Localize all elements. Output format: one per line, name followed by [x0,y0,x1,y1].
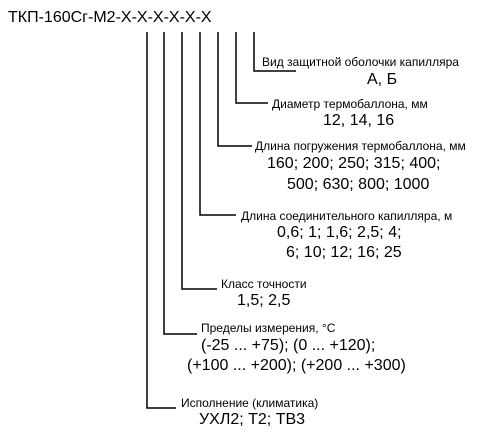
immersion-length-values-line2: 500; 630; 800; 1000 [287,176,430,193]
climate-version-label: Исполнение (климатика) [181,396,319,410]
climate-version-values: УХЛ2; Т2; ТВ3 [199,411,306,428]
bulb-diameter-label: Диаметр термобаллона, мм [272,97,428,111]
connector-accuracy [181,32,217,290]
bulb-diameter-values: 12, 14, 16 [323,112,395,129]
capillary-length-label: Длина соединительного капилляра, м [241,209,453,223]
connector-climate [146,32,176,409]
connector-immersion-length [217,32,252,147]
accuracy-class-label: Класс точности [221,277,307,291]
measurement-range-values-line2: (+100 ... +200); (+200 ... +300) [187,357,406,374]
connector-range [163,32,197,335]
connector-sheath [253,32,296,72]
accuracy-class-values: 1,5; 2,5 [237,292,291,309]
sheath-type-values: А, Б [367,71,398,88]
connector-capillary-length [199,32,236,216]
immersion-length-label: Длина погружения термобаллона, мм [255,139,466,153]
capillary-length-values-line1: 0,6; 1; 1,6; 2,5; 4; [277,224,402,241]
model-code: ТКП-160Сг-М2-X-X-X-X-X-X [8,9,212,26]
connector-diameter [235,32,268,104]
measurement-range-values-line1: (-25 ... +75); (0 ... +120); [201,337,376,354]
immersion-length-values-line1: 160; 200; 250; 315; 400; [267,155,441,172]
capillary-length-values-line2: 6; 10; 12; 16; 25 [286,244,402,261]
measurement-range-label: Пределы измерения, °С [201,321,336,335]
sheath-type-label: Вид защитной оболочки капилляра [262,55,459,69]
